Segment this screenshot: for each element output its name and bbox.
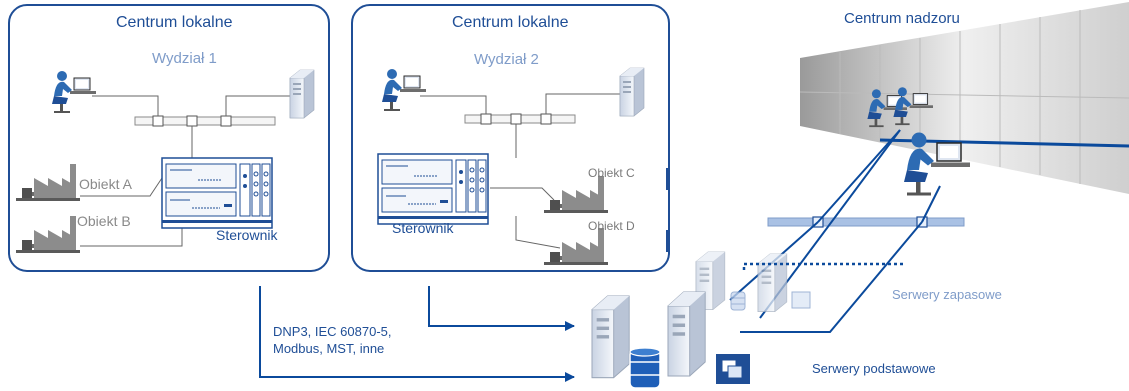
link-arrow — [428, 286, 575, 331]
middle-controller-label: Sterownik — [392, 220, 454, 236]
server-icon — [667, 291, 707, 377]
supervision-center-title: Centrum nadzoru — [844, 10, 960, 27]
middle-department-label: Wydział 2 — [474, 51, 539, 68]
database-icon — [730, 291, 746, 311]
backup-servers-label: Serwery zapasowe — [892, 287, 1002, 302]
backup-servers — [695, 251, 811, 313]
database-icon — [629, 347, 661, 389]
primary-servers — [591, 291, 750, 389]
operator-icon — [381, 68, 427, 111]
primary-servers-label: Serwery podstawowe — [812, 361, 936, 376]
object-d-label: Obiekt D — [588, 219, 635, 233]
protocols-label: DNP3, IEC 60870-5, Modbus, MST, inne — [273, 324, 392, 356]
server-icon — [289, 69, 315, 119]
network-switch-icon — [716, 354, 750, 384]
left-department-label: Wydział 1 — [152, 50, 217, 67]
middle-center-frame — [351, 4, 670, 272]
object-c-label: Obiekt C — [588, 166, 635, 180]
left-controller-label: Sterownik — [216, 227, 278, 243]
object-b-label: Obiekt B — [77, 213, 131, 229]
server-icon — [619, 67, 645, 117]
link-arrow — [259, 286, 575, 382]
controller-rack-icon — [377, 153, 489, 225]
controller-rack-icon — [161, 157, 273, 229]
left-network-bus — [134, 116, 276, 126]
middle-center-title: Centrum lokalne — [452, 14, 569, 31]
server-icon — [757, 253, 788, 313]
factory-icon — [544, 176, 608, 213]
supervision-network-bus — [767, 217, 965, 227]
object-a-label: Obiekt A — [79, 176, 132, 192]
left-center-frame — [8, 4, 330, 272]
left-center-title: Centrum lokalne — [116, 14, 233, 31]
server-icon — [591, 295, 631, 379]
operator-icon — [51, 70, 97, 113]
factory-icon — [16, 216, 80, 253]
factory-icon — [16, 164, 80, 201]
